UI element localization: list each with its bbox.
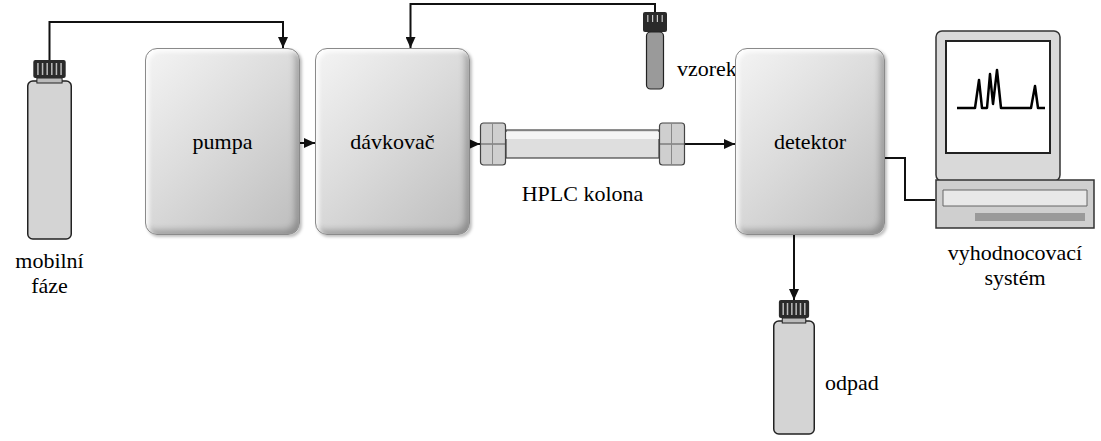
box-label: dávkovač [350,129,434,154]
box-label: detektor [774,129,846,154]
flow-arrow [411,4,656,48]
computer-shape [935,30,1095,230]
part-label: vyhodnocovací systém [935,240,1095,291]
detector-box: detektor [735,48,885,235]
mobile-phase-bottle: mobilní fáze [27,60,72,240]
flow-arrow [470,143,480,145]
evaluation-computer: vyhodnocovací systém [935,30,1095,230]
vial-shape [643,12,667,90]
box-label: pumpa [193,129,253,154]
part-label: vzorek [677,56,737,81]
flow-arrow [300,142,315,144]
hplc-column: HPLC kolona [480,121,685,167]
bottle-shape [773,300,815,435]
pump-box: pumpa [145,48,300,235]
sample-vial: vzorek [643,12,667,90]
part-label: odpad [825,370,879,395]
part-label: HPLC kolona [503,181,663,206]
injector-box: dávkovač [315,48,470,235]
bottle-shape [27,60,72,240]
part-label: mobilní fáze [10,248,90,299]
flow-arrow [793,235,795,300]
flow-arrow [685,143,735,145]
column-shape [480,121,685,167]
signal-cable [885,158,935,200]
waste-bottle: odpad [773,300,815,435]
